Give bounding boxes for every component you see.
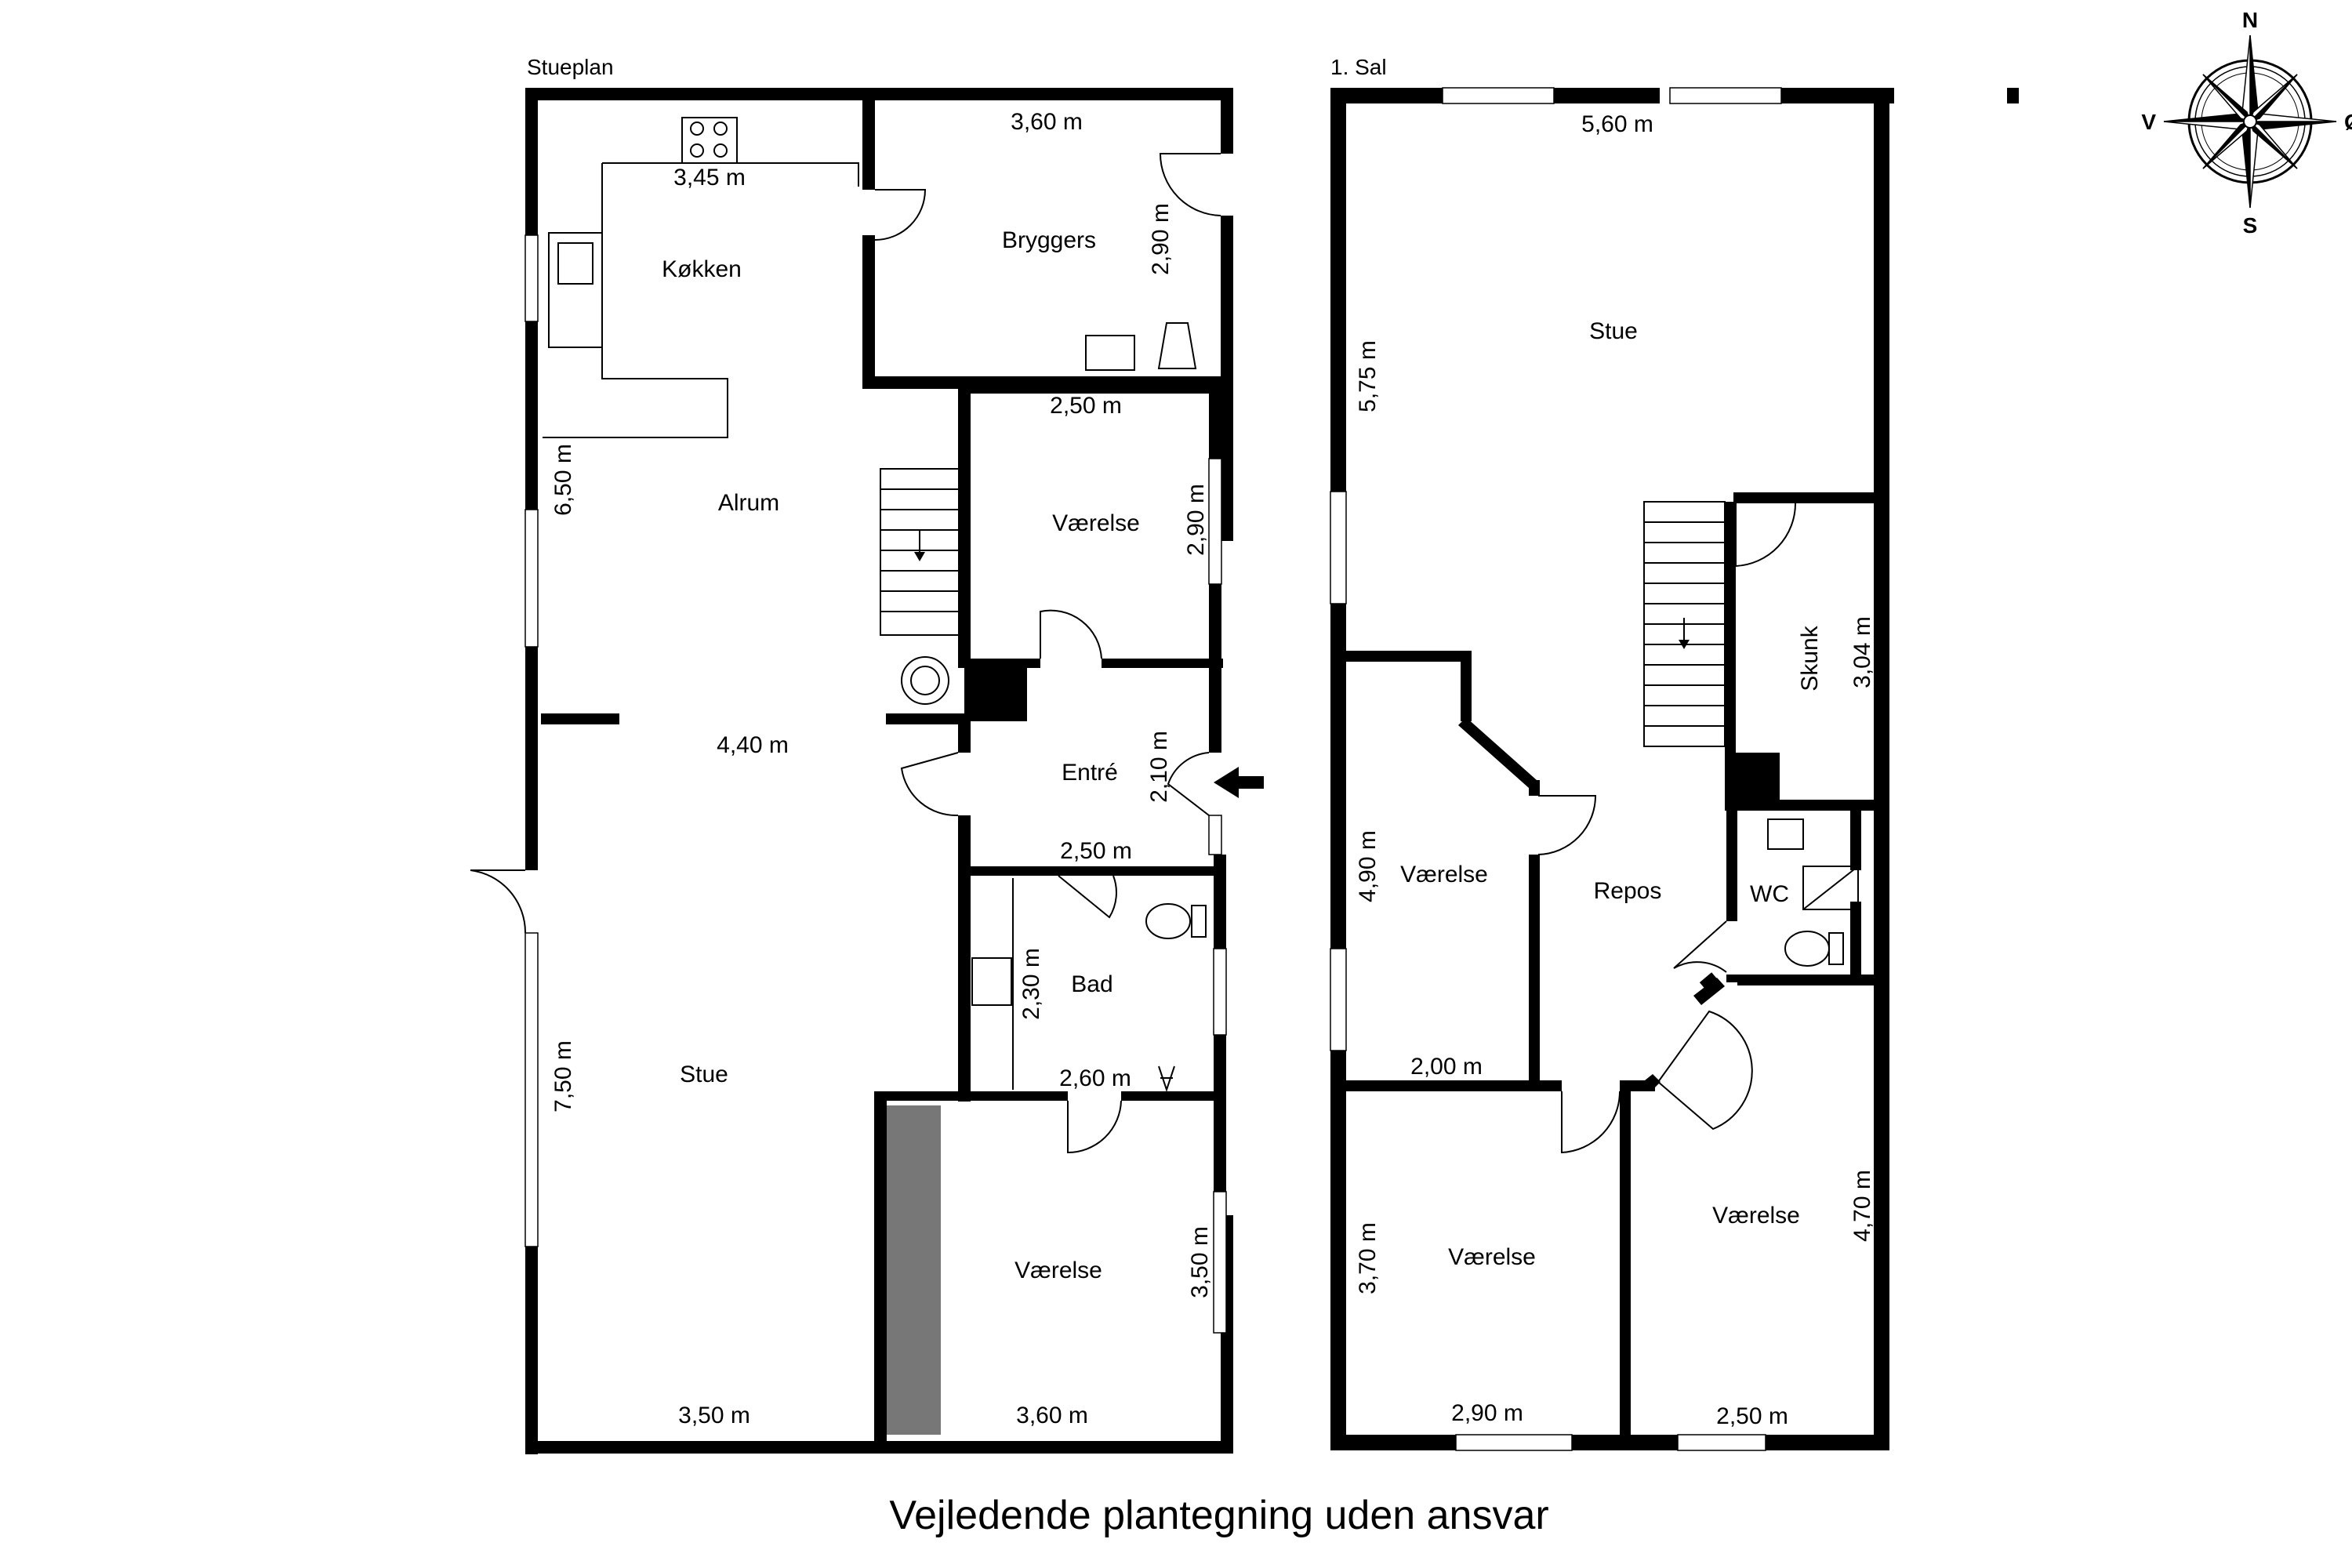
compass-east-label: Ø bbox=[2344, 110, 2352, 134]
dim-bath-width: 2,60 m bbox=[1059, 1065, 1131, 1091]
dim-bedroom1-width: 2,50 m bbox=[1050, 393, 1122, 419]
room-label-utility: Bryggers bbox=[1002, 227, 1096, 253]
toilet-icon bbox=[1784, 931, 1830, 967]
room-label-bedroom-west: Værelse bbox=[1400, 862, 1488, 887]
room-label-toilet: WC bbox=[1750, 881, 1789, 907]
room-label-attic: Skunk bbox=[1797, 625, 1823, 691]
ground-floor-title: Stueplan bbox=[527, 55, 614, 79]
stove-icon bbox=[681, 117, 738, 164]
first-floor-walls bbox=[1330, 88, 2019, 1450]
room-label-bathroom: Bad bbox=[1071, 971, 1112, 997]
dim-entrance-width: 2,50 m bbox=[1060, 838, 1132, 864]
first-floor-windows bbox=[1330, 87, 1782, 1451]
compass-south-label: S bbox=[2243, 213, 2258, 238]
dim-bedroom-west-width: 2,00 m bbox=[1410, 1054, 1483, 1080]
dim-utility-width: 3,60 m bbox=[1011, 109, 1083, 135]
ground-floor-plan: Stueplan Køkken Bryggers Alrum Værelse E… bbox=[470, 55, 1264, 1454]
dim-living-width: 3,50 m bbox=[678, 1403, 750, 1428]
ground-floor-doors bbox=[470, 153, 1221, 1154]
kitchen-island-counter bbox=[543, 163, 728, 438]
dim-bedroom2-width: 3,60 m bbox=[1016, 1403, 1088, 1428]
ground-floor-walls bbox=[525, 88, 1233, 1454]
dim-family-depth: 6,50 m bbox=[550, 444, 576, 516]
dim-bedroom-west-depth: 4,90 m bbox=[1355, 830, 1381, 902]
room-label-bedroom-1: Værelse bbox=[1052, 510, 1140, 536]
dim-family-width: 4,40 m bbox=[717, 732, 789, 758]
room-label-entrance: Entré bbox=[1062, 760, 1118, 786]
dim-living-width: 5,60 m bbox=[1581, 111, 1653, 137]
utility-sink-icon bbox=[1085, 335, 1135, 371]
bath-sink-icon bbox=[971, 957, 1012, 1006]
dim-attic-depth: 3,04 m bbox=[1849, 616, 1875, 688]
dim-bedroom2-depth: 3,50 m bbox=[1187, 1226, 1213, 1298]
compass-north-label: N bbox=[2242, 8, 2258, 32]
ground-floor-windows bbox=[524, 234, 1227, 1334]
dim-kitchen-width: 3,45 m bbox=[673, 165, 746, 191]
washing-machine-icon bbox=[1157, 322, 1197, 369]
toilet-icon bbox=[1145, 903, 1191, 939]
room-label-living-room: Stue bbox=[1589, 318, 1638, 344]
room-label-bedroom-sw: Værelse bbox=[1448, 1244, 1536, 1270]
dim-living-depth: 5,75 m bbox=[1355, 340, 1381, 412]
entrance-arrow-icon bbox=[1214, 767, 1264, 798]
first-floor-doors bbox=[1537, 503, 1797, 1154]
staircase bbox=[880, 468, 960, 636]
room-label-bedroom-se: Værelse bbox=[1712, 1203, 1800, 1229]
wc-sink-icon bbox=[1767, 818, 1804, 850]
room-label-kitchen: Køkken bbox=[662, 256, 742, 282]
dim-living-depth: 7,50 m bbox=[550, 1040, 576, 1112]
stove-heater-icon bbox=[901, 656, 949, 705]
dim-entrance-depth: 2,10 m bbox=[1146, 731, 1172, 803]
kitchen-sink-counter bbox=[548, 232, 603, 348]
room-label-living-room: Stue bbox=[680, 1062, 728, 1087]
first-floor-title: 1. Sal bbox=[1330, 55, 1387, 79]
dim-bedroom1-depth: 2,90 m bbox=[1183, 484, 1209, 556]
floor-drain-icon bbox=[1158, 1065, 1175, 1093]
staircase bbox=[1643, 501, 1726, 747]
disclaimer-caption: Vejledende plantegning uden ansvar bbox=[889, 1493, 1548, 1538]
compass-rose-icon: N S Ø V bbox=[2141, 8, 2352, 238]
compass-west-label: V bbox=[2141, 110, 2156, 134]
dim-bath-depth: 2,30 m bbox=[1018, 948, 1044, 1020]
room-label-landing: Repos bbox=[1594, 878, 1662, 904]
room-label-family-room: Alrum bbox=[718, 490, 779, 516]
dim-utility-depth: 2,90 m bbox=[1148, 203, 1174, 275]
storage-closet bbox=[884, 1105, 941, 1435]
room-label-bedroom-2: Værelse bbox=[1014, 1258, 1102, 1283]
first-floor-plan: 1. Sal Stue Skunk Værelse Repos WC Værel… bbox=[1330, 55, 2019, 1451]
dim-bedroom-sw-width: 2,90 m bbox=[1451, 1400, 1523, 1426]
dim-bedroom-sw-depth: 3,70 m bbox=[1355, 1222, 1381, 1294]
sink-icon bbox=[557, 242, 593, 285]
shaft-icon bbox=[1802, 866, 1859, 910]
dim-bedroom-se-depth: 4,70 m bbox=[1849, 1170, 1875, 1242]
dim-bedroom-se-width: 2,50 m bbox=[1716, 1403, 1788, 1429]
